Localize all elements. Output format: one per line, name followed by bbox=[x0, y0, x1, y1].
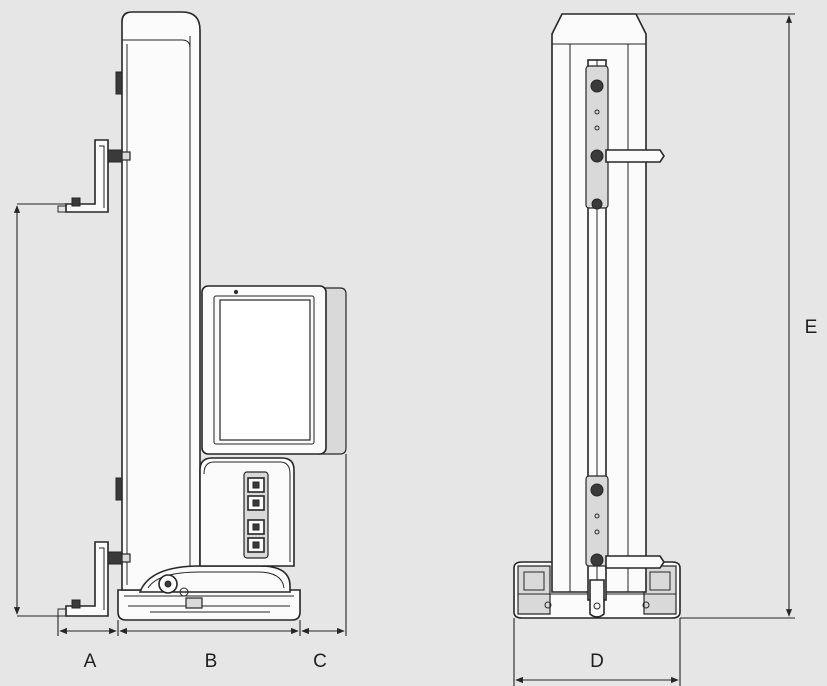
dimension-b-label: B bbox=[205, 651, 218, 672]
front-view bbox=[513, 13, 681, 619]
side-view-base-foot bbox=[185, 597, 203, 609]
front-view-lower-carriage bbox=[585, 475, 665, 618]
dimension-lines bbox=[13, 13, 795, 686]
side-view-base bbox=[117, 589, 301, 621]
side-view-column-clip-bottom bbox=[115, 477, 123, 501]
side-view-column bbox=[121, 11, 201, 591]
dimension-a-label: A bbox=[84, 651, 97, 672]
front-view-upper-probe-arm bbox=[605, 149, 665, 163]
front-view-upper-carriage bbox=[585, 65, 665, 210]
side-view-button-panel bbox=[243, 471, 269, 559]
dimension-e-label: E bbox=[805, 317, 818, 338]
side-view-base-detail bbox=[124, 595, 294, 613]
side-view-lower-probe bbox=[57, 541, 131, 617]
front-view-lower-probe-arm bbox=[605, 555, 665, 569]
side-view bbox=[57, 11, 347, 621]
dimension-c-label: C bbox=[313, 651, 327, 672]
side-view-display-screen bbox=[219, 299, 311, 441]
side-view-column-clip-top bbox=[115, 71, 123, 95]
side-view-upper-probe bbox=[57, 139, 131, 213]
dimension-d-label: D bbox=[590, 651, 604, 672]
